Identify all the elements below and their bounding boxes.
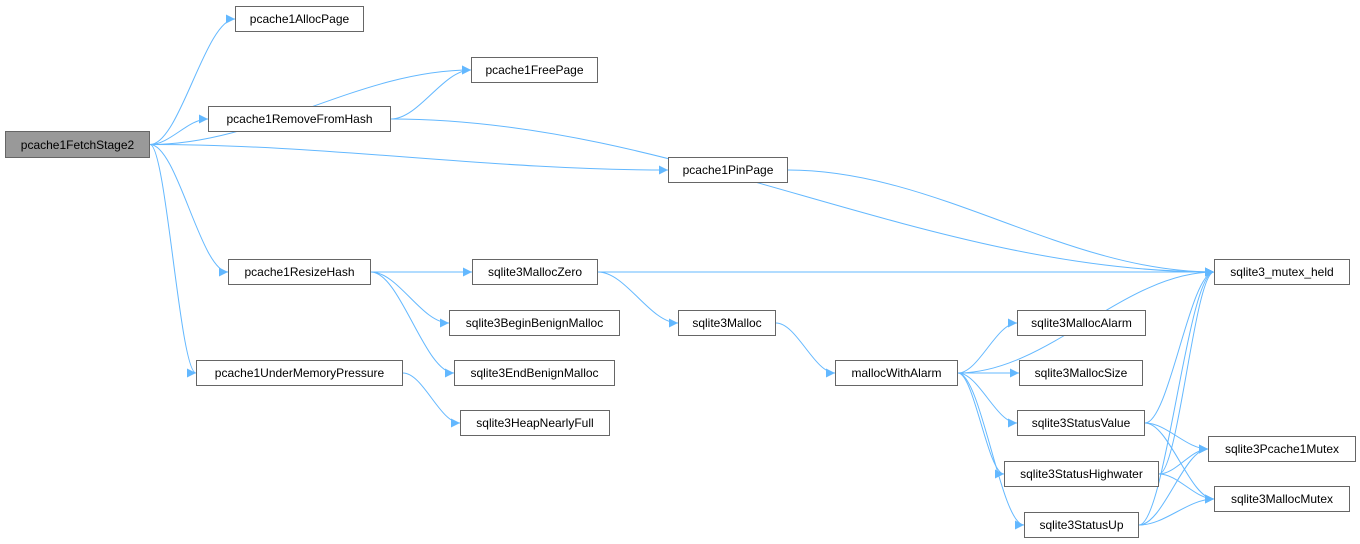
node-sqlite3StatusUp[interactable]: sqlite3StatusUp [1024,512,1139,538]
edge-statusUp-to-pcache1Mutex [1138,444,1209,526]
node-pcache1PinPage[interactable]: pcache1PinPage [668,157,788,183]
edge-resizeHash-to-beginBenign [370,271,450,328]
edge-removeFromHash-to-mutexHeld [390,118,1215,277]
edge-removeFromHash-to-freePage [390,65,472,120]
edge-mallocWithAlarm-to-statusValue [957,372,1018,428]
edge-root-to-allocPage [149,14,236,145]
edge-root-to-underMem [149,144,197,378]
node-pcache1UnderMemoryPressure[interactable]: pcache1UnderMemoryPressure [196,360,403,386]
edge-underMem-to-heapNearlyFull [402,372,461,428]
node-sqlite3MallocSize[interactable]: sqlite3MallocSize [1019,360,1143,386]
node-pcache1ResizeHash[interactable]: pcache1ResizeHash [228,259,371,285]
edge-root-to-removeFromHash [149,114,209,145]
node-sqlite3Malloc[interactable]: sqlite3Malloc [678,310,776,336]
node-sqlite3MallocMutex[interactable]: sqlite3MallocMutex [1214,486,1350,512]
edge-statusHighwater-to-mallocMutex [1158,473,1215,504]
node-pcache1FetchStage2: pcache1FetchStage2 [5,131,150,158]
node-sqlite3_mutex_held[interactable]: sqlite3_mutex_held [1214,259,1350,285]
node-sqlite3BeginBenignMalloc[interactable]: sqlite3BeginBenignMalloc [449,310,620,336]
node-sqlite3MallocAlarm[interactable]: sqlite3MallocAlarm [1017,310,1146,336]
edge-statusUp-to-mallocMutex [1138,494,1215,526]
node-mallocWithAlarm[interactable]: mallocWithAlarm [835,360,958,386]
node-sqlite3HeapNearlyFull[interactable]: sqlite3HeapNearlyFull [460,410,610,436]
node-pcache1FreePage[interactable]: pcache1FreePage [471,57,598,83]
node-pcache1RemoveFromHash[interactable]: pcache1RemoveFromHash [208,106,391,132]
node-sqlite3StatusHighwater[interactable]: sqlite3StatusHighwater [1004,461,1159,487]
edge-statusHighwater-to-mutexHeld [1158,267,1215,475]
edge-mallocWithAlarm-to-statusHighwater [957,372,1005,479]
node-sqlite3MallocZero[interactable]: sqlite3MallocZero [472,259,598,285]
node-sqlite3StatusValue[interactable]: sqlite3StatusValue [1017,410,1145,436]
edge-mallocWithAlarm-to-mallocAlarm [957,318,1018,374]
edge-mallocWithAlarm-to-statusUp [957,372,1025,530]
edge-pinPage-to-mutexHeld [787,169,1215,277]
node-sqlite3Pcache1Mutex[interactable]: sqlite3Pcache1Mutex [1208,436,1356,462]
edge-malloc-to-mallocWithAlarm [775,322,836,378]
edge-root-to-resizeHash [149,144,229,277]
edge-statusUp-to-mutexHeld [1138,267,1215,526]
edge-mallocZero-to-malloc [597,271,679,328]
edge-root-to-pinPage [149,144,669,175]
edge-statusValue-to-mutexHeld [1144,267,1215,424]
node-sqlite3EndBenignMalloc[interactable]: sqlite3EndBenignMalloc [454,360,615,386]
node-pcache1AllocPage[interactable]: pcache1AllocPage [235,6,364,32]
edge-resizeHash-to-endBenign [370,271,455,378]
